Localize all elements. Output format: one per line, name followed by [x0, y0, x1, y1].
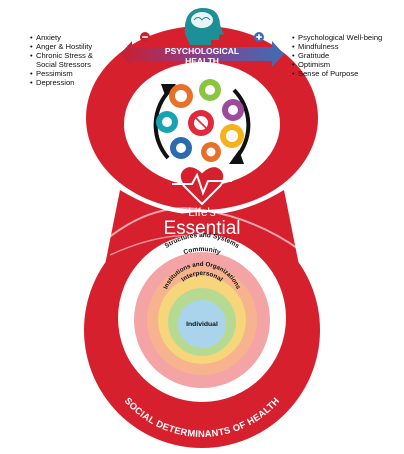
- negative-factor: Chronic Stress &: [30, 51, 140, 60]
- gears-cluster: [156, 79, 244, 162]
- minus-glyph: [142, 36, 148, 38]
- ring-label-community: Community: [183, 246, 222, 256]
- psych-health-banner: [120, 32, 284, 67]
- activity-gear-icon: [199, 79, 221, 101]
- lifes-essential-line1: Life's: [188, 205, 216, 219]
- psych-health-title-line2: HEALTH: [185, 56, 219, 66]
- lifes-essential-line2: Essential: [163, 218, 241, 239]
- negative-factor: Pessimism: [30, 69, 140, 78]
- nicotine-gear-icon: [222, 99, 244, 121]
- negative-factors-list: Anxiety Anger & Hostility Chronic Stress…: [30, 33, 140, 87]
- cycle-arrows-icon: [153, 84, 251, 164]
- positive-factor: Gratitude: [292, 51, 400, 60]
- positive-factor: Optimism: [292, 60, 400, 69]
- ecological-rings: [134, 252, 270, 388]
- sleep-gear-icon: [156, 111, 178, 133]
- brain-head-icon: [184, 7, 224, 46]
- swirl-line: [109, 234, 203, 256]
- positive-factor: Psychological Well-being: [292, 33, 400, 42]
- blood-sugar-gear-icon: [170, 137, 192, 159]
- ring-label-individual: Individual: [186, 321, 218, 328]
- negative-factor-cont: Social Stressors: [30, 60, 140, 69]
- psych-health-title: PSYCHOLOGICAL HEALTH: [130, 46, 274, 66]
- positive-factor: Sense of Purpose: [292, 69, 400, 78]
- swirl-line: [95, 207, 301, 251]
- blood-pressure-gear-icon: [201, 142, 221, 162]
- negative-factor: Anger & Hostility: [30, 42, 140, 51]
- negative-factor: Anxiety: [30, 33, 140, 42]
- weight-gear-icon: [188, 110, 214, 136]
- ring-individual: [178, 300, 226, 348]
- negative-factor: Depression: [30, 78, 140, 87]
- cholesterol-gear-icon: [220, 124, 244, 148]
- heart-heartbeat-icon: [172, 165, 232, 206]
- double-arrow: [120, 41, 284, 67]
- positive-factors-list: Psychological Well-being Mindfulness Gra…: [292, 33, 400, 78]
- lifes-essential-label: Life's Essential: [150, 206, 254, 239]
- diet-gear-icon: [169, 84, 193, 108]
- psych-health-title-line1: PSYCHOLOGICAL: [164, 46, 240, 56]
- plus-glyph-v: [258, 34, 260, 40]
- negative-factor-cont-text: Social Stressors: [36, 60, 91, 69]
- positive-factor: Mindfulness: [292, 42, 400, 51]
